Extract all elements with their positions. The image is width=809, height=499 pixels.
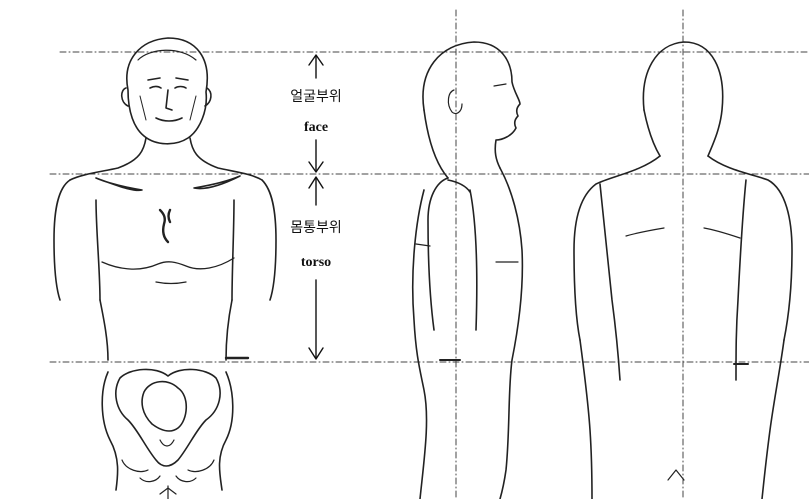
face-region-label-en: face [296, 120, 336, 136]
torso-region-label-ko: 몸통부위 [280, 217, 352, 237]
torso-region-label-en: torso [290, 255, 342, 271]
guide-lines [50, 10, 809, 499]
front-figure [54, 38, 276, 499]
side-figure [413, 42, 523, 499]
face-region-label-ko: 얼굴부위 [280, 86, 352, 106]
